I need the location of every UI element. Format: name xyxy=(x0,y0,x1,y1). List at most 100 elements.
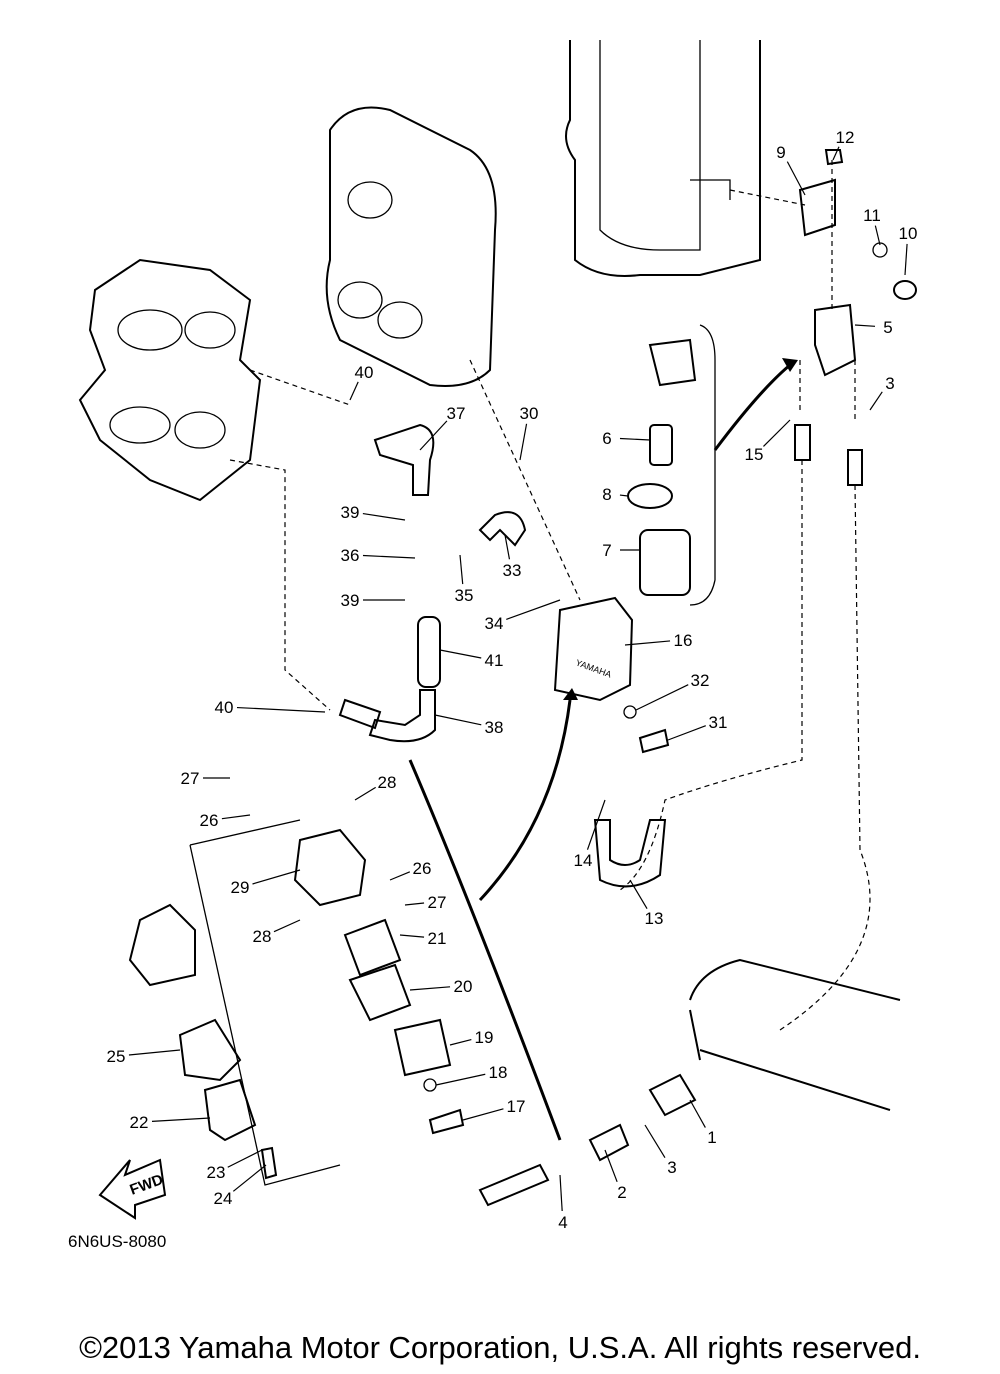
leader-line xyxy=(236,706,326,713)
leader-line xyxy=(506,599,561,620)
callout-40: 40 xyxy=(215,698,234,717)
leader-line xyxy=(629,879,648,910)
callout-26: 26 xyxy=(200,811,219,830)
leader-line xyxy=(504,534,511,560)
carburetors xyxy=(78,258,262,502)
leader-line xyxy=(252,869,301,885)
leader-line xyxy=(462,1108,504,1121)
leader-line xyxy=(404,902,425,906)
callout-29: 29 xyxy=(231,878,250,897)
callout-39: 39 xyxy=(341,591,360,610)
callout-27: 27 xyxy=(428,893,447,912)
leader-line xyxy=(399,934,425,938)
leader-line xyxy=(854,324,876,327)
leader-line xyxy=(459,554,464,585)
callout-38: 38 xyxy=(485,718,504,737)
callout-26: 26 xyxy=(413,859,432,878)
leader-line xyxy=(362,554,416,559)
callout-21: 21 xyxy=(428,929,447,948)
leader-line xyxy=(763,419,791,447)
callout-12: 12 xyxy=(836,128,855,147)
callout-5: 5 xyxy=(883,318,892,337)
leader-line xyxy=(221,814,251,820)
leader-line xyxy=(624,640,671,646)
pump-brand: YAMAHA xyxy=(574,657,613,679)
leader-line xyxy=(434,714,482,726)
leader-line xyxy=(419,420,448,451)
leader-line xyxy=(689,1099,706,1128)
callout-20: 20 xyxy=(454,977,473,996)
leader-line xyxy=(409,986,451,991)
lower-motor-housing xyxy=(689,958,901,1111)
leader-line xyxy=(354,786,376,801)
leader-line xyxy=(874,225,881,246)
callout-15: 15 xyxy=(745,445,764,464)
callout-28: 28 xyxy=(253,927,272,946)
callout-14: 14 xyxy=(574,851,593,870)
leader-line xyxy=(362,512,406,521)
cylinder-head xyxy=(325,106,497,387)
callout-6: 6 xyxy=(602,429,611,448)
callout-23: 23 xyxy=(207,1163,226,1182)
leader-line xyxy=(559,1174,563,1212)
leader-line xyxy=(389,871,411,881)
callout-18: 18 xyxy=(489,1063,508,1082)
fwd-label: FWD xyxy=(128,1171,166,1199)
callout-32: 32 xyxy=(691,671,710,690)
callout-11: 11 xyxy=(863,206,881,225)
callout-34: 34 xyxy=(485,614,504,633)
callout-31: 31 xyxy=(709,713,728,732)
callout-22: 22 xyxy=(130,1113,149,1132)
leader-line xyxy=(227,1149,263,1168)
leader-line xyxy=(439,649,482,659)
engine-block xyxy=(565,40,761,277)
leader-line xyxy=(128,1049,181,1056)
callout-36: 36 xyxy=(341,546,360,565)
flow-arrow-filter xyxy=(713,363,791,451)
callout-2: 2 xyxy=(617,1183,626,1202)
leader-line xyxy=(151,1117,211,1122)
leader-line xyxy=(635,684,689,711)
callout-28: 28 xyxy=(378,773,397,792)
callout-3: 3 xyxy=(667,1158,676,1177)
leader-line xyxy=(904,243,908,276)
callout-27: 27 xyxy=(181,769,200,788)
callout-30: 30 xyxy=(520,404,539,423)
leader-line xyxy=(349,381,359,401)
leader-line xyxy=(786,161,806,196)
callout-24: 24 xyxy=(214,1189,233,1208)
leader-line xyxy=(869,391,883,411)
callout-25: 25 xyxy=(107,1047,126,1066)
fuel-pump: YAMAHA xyxy=(553,596,670,754)
leader-line xyxy=(619,494,629,497)
callout-7: 7 xyxy=(602,541,611,560)
arrowhead xyxy=(782,358,798,372)
callout-41: 41 xyxy=(485,651,504,670)
copyright: ©2013 Yamaha Motor Corporation, U.S.A. A… xyxy=(79,1330,921,1365)
callout-9: 9 xyxy=(776,143,785,162)
callout-17: 17 xyxy=(507,1097,526,1116)
callout-13: 13 xyxy=(645,909,664,928)
flow-arrow-pump xyxy=(478,699,572,902)
callout-3: 3 xyxy=(885,374,894,393)
callout-10: 10 xyxy=(899,224,918,243)
leader-line xyxy=(519,423,528,461)
callout-8: 8 xyxy=(602,485,611,504)
arrowhead xyxy=(563,688,578,700)
callout-19: 19 xyxy=(475,1028,494,1047)
leader-line xyxy=(232,1164,267,1192)
diagram-code: 6N6US-8080 xyxy=(68,1232,167,1251)
callout-37: 37 xyxy=(447,404,466,423)
hoses xyxy=(229,160,871,1207)
callout-33: 33 xyxy=(503,561,522,580)
fwd-arrow: FWD xyxy=(98,1158,167,1220)
leader-line xyxy=(644,1124,666,1159)
leader-line xyxy=(435,1073,486,1086)
callout-35: 35 xyxy=(455,586,474,605)
leader-line xyxy=(667,725,706,741)
callout-39: 39 xyxy=(341,503,360,522)
leader-line xyxy=(619,437,651,441)
callout-1: 1 xyxy=(707,1128,716,1147)
